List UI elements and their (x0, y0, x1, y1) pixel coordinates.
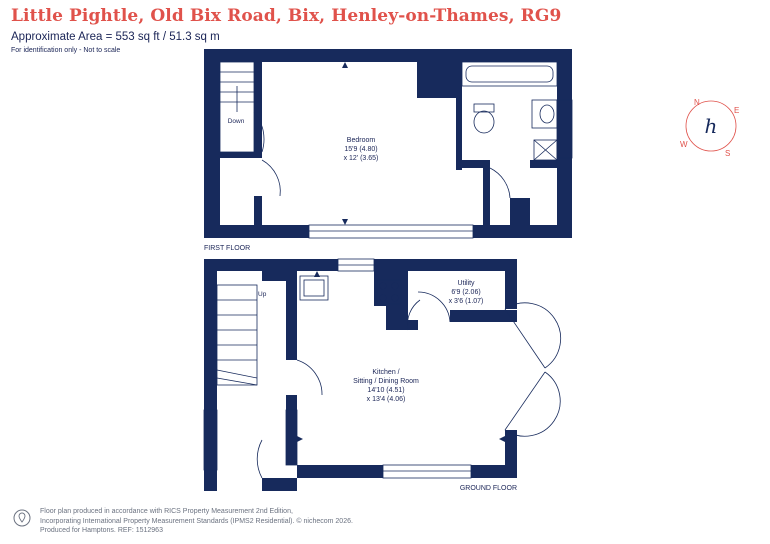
wall (400, 320, 418, 330)
door-swing (296, 359, 323, 396)
wall (417, 62, 462, 98)
wall (510, 198, 530, 225)
compass-ring (685, 100, 737, 152)
wall (286, 302, 297, 320)
wall (456, 160, 490, 168)
window (556, 99, 573, 159)
compass-n: N (694, 98, 700, 107)
wall (374, 259, 517, 271)
kitchen-name: Kitchen / (372, 369, 399, 376)
wall (473, 225, 572, 238)
page-title: Little Pightle, Old Bix Road, Bix, Henle… (11, 6, 562, 26)
french-door (504, 371, 561, 437)
footer-line-3: Produced for Hamptons. REF: 1512963 (40, 527, 163, 534)
location-pin-icon (13, 509, 31, 527)
door-swing (261, 159, 281, 197)
compass-s: S (725, 149, 730, 158)
first-floor-label: FIRST FLOOR (204, 245, 250, 252)
wall (204, 49, 572, 62)
utility-dimensions-m: x 3'6 (1.07) (449, 298, 484, 305)
ground-floor-plan (204, 259, 517, 491)
identification-note: For identification only - Not to scale (11, 47, 121, 54)
bedroom-dimensions-m: x 12' (3.65) (344, 155, 379, 162)
wall (254, 196, 262, 225)
door-swing (417, 291, 451, 323)
hob (376, 279, 402, 305)
bathtub (461, 61, 558, 87)
wall (204, 259, 338, 271)
wall (204, 225, 309, 238)
wall (204, 49, 220, 238)
wall (505, 259, 517, 309)
basin (531, 99, 558, 129)
door-swing (256, 439, 263, 479)
sink (299, 275, 329, 301)
ground-floor-label: GROUND FLOOR (460, 485, 517, 492)
stairs-label: Up (258, 291, 267, 298)
toilet (473, 103, 495, 113)
first-floor-fixtures (219, 61, 573, 239)
wall (530, 160, 557, 168)
french-door (504, 302, 562, 369)
wall (297, 465, 383, 478)
kitchen-dimensions-ft: 14'10 (4.51) (367, 387, 404, 394)
compass-w: W (680, 140, 688, 149)
staircase (219, 61, 255, 153)
door-swing (489, 167, 511, 199)
window (382, 464, 472, 479)
wall (286, 395, 297, 465)
approximate-area: Approximate Area = 553 sq ft / 51.3 sq m (11, 31, 220, 43)
wall (456, 62, 462, 170)
footer-line-1: Floor plan produced in accordance with R… (40, 508, 293, 515)
wall (262, 271, 286, 281)
wall (386, 306, 400, 330)
compass-icon: N E S W h (680, 98, 739, 158)
ground-floor-fixtures (203, 258, 562, 479)
wall (557, 49, 572, 238)
wall (450, 310, 517, 322)
bedroom-dimensions-ft: 15'9 (4.80) (344, 146, 377, 153)
wall (262, 478, 297, 491)
bedroom-name: Bedroom (347, 137, 376, 144)
compass-e: E (734, 106, 739, 115)
kitchen-name-2: Sitting / Dining Room (353, 378, 419, 385)
wall (254, 62, 262, 158)
footer-line-2: Incorporating International Property Mea… (40, 517, 353, 525)
wall (483, 160, 490, 225)
kitchen-dimensions-m: x 13'4 (4.06) (367, 396, 406, 403)
wall (471, 465, 517, 478)
wall (204, 259, 217, 491)
window (308, 224, 474, 239)
wall (374, 271, 400, 306)
logo-h: h (705, 114, 718, 138)
wall (220, 152, 262, 158)
window (203, 409, 218, 471)
door-swing (407, 299, 421, 331)
utility-name: Utility (457, 280, 475, 287)
staircase (216, 284, 258, 386)
wall (400, 271, 408, 330)
utility-dimensions-ft: 6'9 (2.06) (451, 289, 480, 296)
shower (533, 139, 558, 161)
door-swing (253, 111, 265, 153)
stairs-label: Down (228, 118, 245, 125)
footer-notes: Floor plan produced in accordance with R… (40, 507, 353, 536)
first-floor-plan (204, 49, 572, 238)
